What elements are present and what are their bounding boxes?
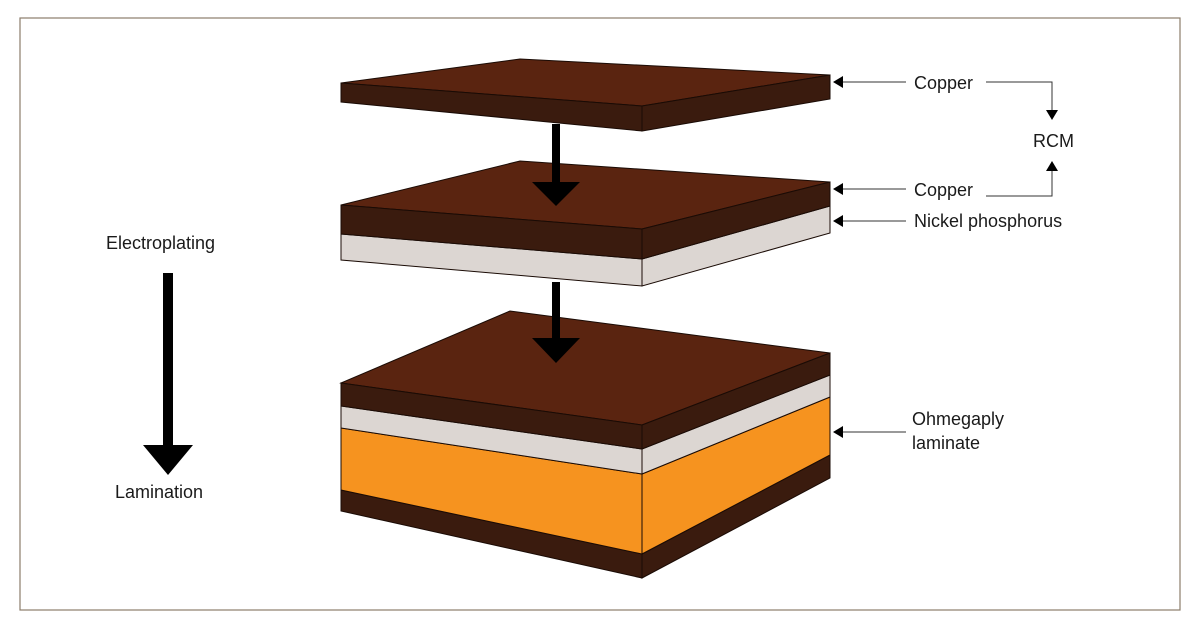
rcm-slab — [340, 160, 831, 287]
frame-border — [19, 17, 1181, 611]
nickel-phosphorus-label: Nickel phosphorus — [914, 211, 1062, 231]
electroplating-to-lamination-arrow — [143, 273, 193, 475]
process-arrow-1-head — [532, 182, 580, 206]
copper-top-label: Copper — [914, 73, 973, 93]
copper-mid-label: Copper — [914, 180, 973, 200]
rcm-bracket-bottom-arrowhead — [1046, 161, 1058, 171]
copper-foil-slab — [340, 58, 831, 132]
leader-arrowhead — [833, 76, 843, 88]
process-arrow-2-shaft — [552, 282, 560, 340]
ohmegaply-label-line2: laminate — [912, 433, 980, 453]
leader-ohmegaply — [833, 426, 906, 438]
laminate-stack-slab — [339, 310, 831, 579]
process-arrow-1 — [532, 124, 580, 206]
leader-copper-mid — [833, 183, 906, 195]
rcm-label: RCM — [1033, 131, 1074, 151]
stack-copper-right-side — [641, 352, 831, 450]
rcm-copper-right-side — [641, 181, 831, 260]
process-arrow-2 — [532, 282, 580, 363]
electroplating-label: Electroplating — [106, 233, 215, 253]
leader-copper-top — [833, 76, 906, 88]
process-arrow-2-head — [532, 338, 580, 363]
process-arrow-1-shaft — [552, 124, 560, 186]
left-arrow-head — [143, 445, 193, 475]
ohmegaply-label-line1: Ohmegaply — [912, 409, 1004, 429]
left-arrow-shaft — [163, 273, 173, 447]
leader-arrowhead — [833, 215, 843, 227]
leader-arrowhead — [833, 183, 843, 195]
rcm-bracket — [986, 81, 1058, 197]
rcm-bracket-top — [986, 81, 1053, 110]
copper-foil-right-side — [641, 74, 831, 132]
rcm-bracket-top-arrowhead — [1046, 110, 1058, 120]
lamination-label: Lamination — [115, 482, 203, 502]
rcm-bracket-bottom — [986, 170, 1053, 197]
leader-arrowhead — [833, 426, 843, 438]
leader-nickel — [833, 215, 906, 227]
